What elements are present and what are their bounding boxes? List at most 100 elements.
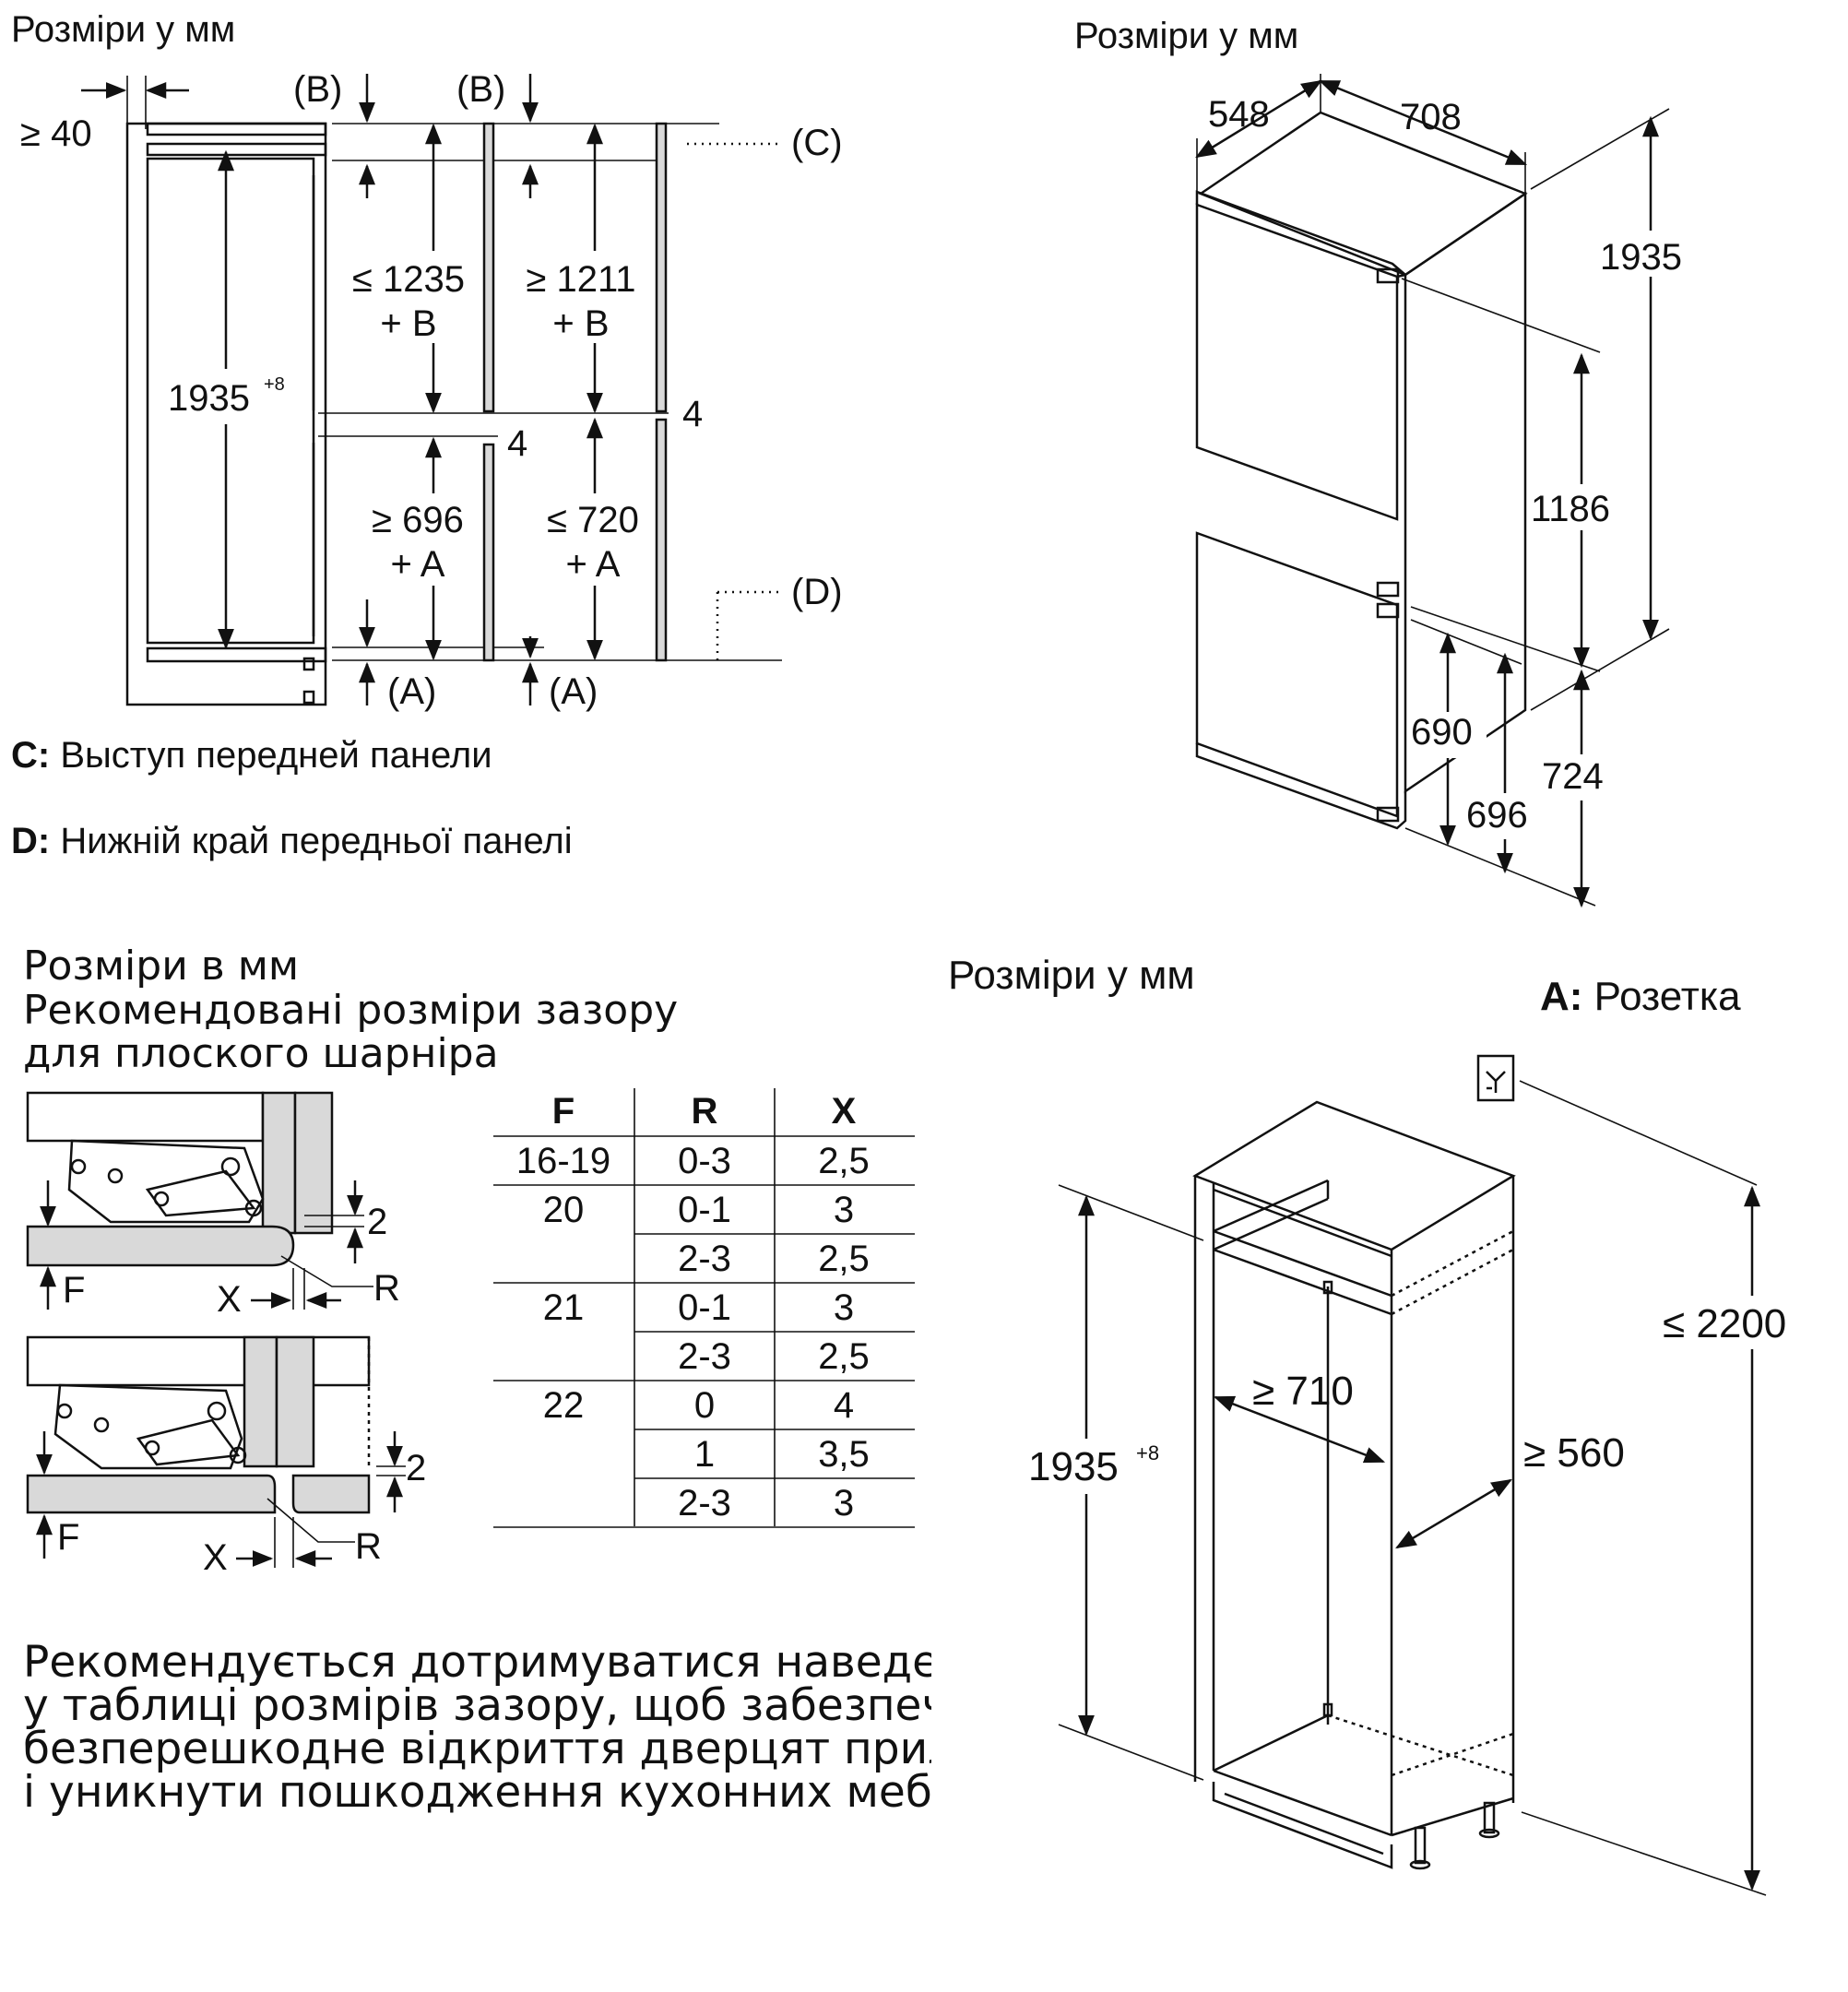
hinge-pivot (220, 1156, 241, 1177)
table-cell-x: 3 (834, 1483, 854, 1524)
appliance-top-face (1198, 111, 1528, 277)
lower-max-label: + A (566, 544, 621, 585)
socket-leader (1519, 1080, 1758, 1186)
hinge (1376, 806, 1400, 823)
lower-min-label: ≥ 696 (372, 500, 464, 540)
hinge-pivot (70, 1158, 87, 1175)
r-leader (267, 1498, 355, 1543)
label-f: F (57, 1517, 79, 1558)
top-rail (146, 142, 327, 157)
table-cell-f: 20 (543, 1190, 585, 1230)
hinge-mark (302, 657, 315, 671)
cabinet-top (26, 1091, 265, 1143)
min-width-label: ≥ 560 (1523, 1430, 1625, 1476)
table-cell-x: 4 (834, 1385, 854, 1426)
table-header: F (552, 1091, 575, 1132)
label-bg (512, 251, 650, 343)
label-c: (C) (791, 123, 843, 163)
hinge (1376, 602, 1400, 619)
upper-min-label: + B (552, 303, 609, 344)
legend-c-text: Выступ передней панели (50, 735, 492, 776)
bottom-rail (146, 646, 327, 663)
height-label: 1935 (168, 378, 250, 419)
table-cell-r: 2-3 (678, 1239, 731, 1279)
table-cell-r: 0 (694, 1385, 715, 1426)
extension-line (1521, 1811, 1767, 1896)
hinge-detail-1: F 2 X R (26, 1091, 400, 1320)
label-a: (A) (387, 671, 436, 712)
hinge-pivot (229, 1446, 247, 1464)
door-panel (26, 1474, 277, 1514)
legend-d-key: D: (11, 821, 50, 861)
table-cell-r: 0-1 (678, 1190, 731, 1230)
table-cell-f: 16-19 (516, 1141, 610, 1181)
adjacent-panel (291, 1474, 371, 1514)
socket-box (1476, 1054, 1515, 1102)
lower-front-panel (482, 443, 495, 662)
table-cell-r: 2-3 (678, 1336, 731, 1377)
label-f: F (63, 1270, 85, 1310)
foot-base (1409, 1859, 1431, 1870)
hinge-pivot (93, 1417, 110, 1433)
lower-front-label: 696 (1466, 795, 1528, 836)
hinge-gap-details: Розміри в мм Рекомендовані розміри зазор… (23, 943, 915, 1578)
panel-title: Розміри у мм (1074, 16, 1298, 56)
hinge-arm (136, 1418, 241, 1466)
socket-symbol (1486, 1071, 1506, 1093)
height-label: 1935 (1028, 1444, 1119, 1489)
shelf-hidden (1391, 1229, 1514, 1298)
extension-line (1530, 628, 1670, 711)
shelf-hidden (1391, 1248, 1514, 1316)
socket-legend-text: Розетка (1582, 974, 1741, 1019)
plinth-line (1224, 1792, 1384, 1856)
gap-label: 4 (682, 394, 703, 434)
label-b: (B) (456, 69, 505, 110)
socket-legend-key: A: (1540, 974, 1582, 1019)
bottom-hidden (1327, 1713, 1514, 1777)
side-wall (261, 1091, 297, 1235)
extension-line (1410, 606, 1601, 672)
extension-line (1404, 827, 1596, 907)
label-bg (1028, 1439, 1157, 1494)
lower-front-panel (655, 418, 668, 662)
label-bg (1531, 484, 1632, 530)
extension-line (1058, 1724, 1204, 1781)
table-cell-x: 3 (834, 1190, 854, 1230)
label-bg (1464, 793, 1543, 839)
bottom-line (1213, 1713, 1329, 1773)
table-cell-r: 0-3 (678, 1141, 731, 1181)
height-tolerance: +8 (1136, 1441, 1159, 1464)
label-d: (D) (791, 572, 843, 612)
table-cell-f: 21 (543, 1287, 585, 1328)
paragraph-line: безперешкодне відкриття дверцят прил (23, 1724, 931, 1774)
paragraph-line: у таблиці розмірів зазору, щоб забезпеч (23, 1680, 931, 1731)
panel-title: Розміри у мм (11, 9, 235, 50)
extension-line (1530, 108, 1670, 190)
hinge-mechanism (53, 1383, 243, 1470)
table-cell-f: 22 (543, 1385, 585, 1426)
hinge-mark (302, 690, 315, 705)
upper-max-label: + B (380, 303, 436, 344)
upper-door (1195, 203, 1399, 521)
legend-d-text: Нижній край передньої панелі (50, 821, 572, 861)
hinge-pivot (107, 1168, 124, 1184)
hinge-pivot (144, 1440, 160, 1456)
hinge-pivot (153, 1191, 170, 1207)
r-leader (280, 1255, 373, 1287)
label-x: X (217, 1279, 242, 1320)
depth-arrow (1213, 1395, 1386, 1464)
gap-label: 2 (406, 1448, 426, 1488)
gap-table: F R X 16-19 0-3 2,5 20 0-1 3 2-3 2,5 21 … (493, 1088, 915, 1528)
foot-base (1478, 1828, 1500, 1839)
label-a: (A) (549, 671, 598, 712)
hinge (1376, 267, 1400, 284)
side-wall (243, 1335, 278, 1468)
front-panel (275, 1335, 315, 1468)
table-cell-r: 1 (694, 1434, 715, 1475)
hinge-pivot (207, 1401, 227, 1421)
hinge (1376, 581, 1400, 598)
appliance-side-face (1404, 191, 1527, 794)
shelf-line (1213, 1248, 1392, 1316)
shelf-line (1213, 1188, 1392, 1258)
